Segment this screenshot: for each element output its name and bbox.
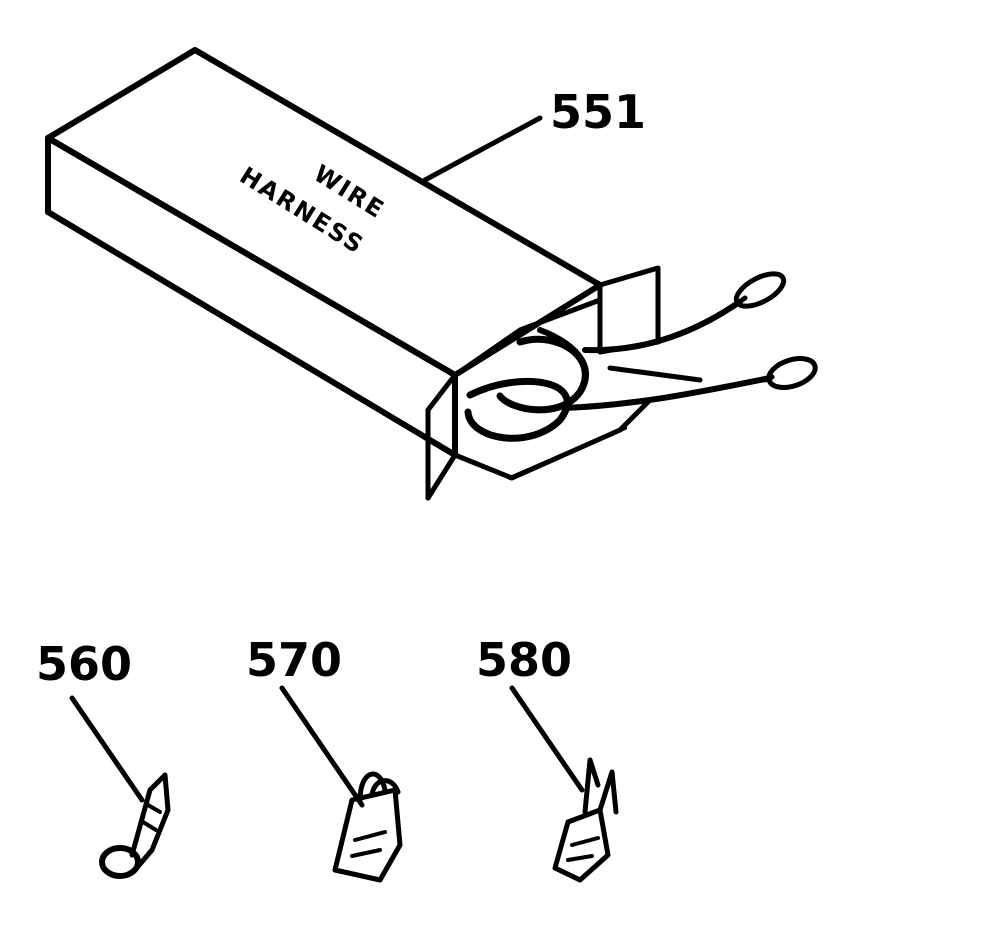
leader-551: [422, 115, 543, 183]
harness-leads: [562, 271, 818, 411]
ring-terminal: [99, 772, 171, 879]
leader-570: [279, 685, 365, 808]
wire-harness-box: [45, 47, 661, 501]
part-number-570: 570: [246, 633, 342, 687]
coiled-wires: [464, 327, 589, 442]
leader-580: [509, 685, 585, 793]
part-number-551: 551: [550, 85, 646, 139]
spade-terminal: [552, 757, 619, 883]
part-number-560: 560: [36, 637, 132, 691]
hook-terminal: [332, 771, 403, 883]
part-number-580: 580: [476, 633, 572, 687]
leader-560: [69, 695, 145, 803]
